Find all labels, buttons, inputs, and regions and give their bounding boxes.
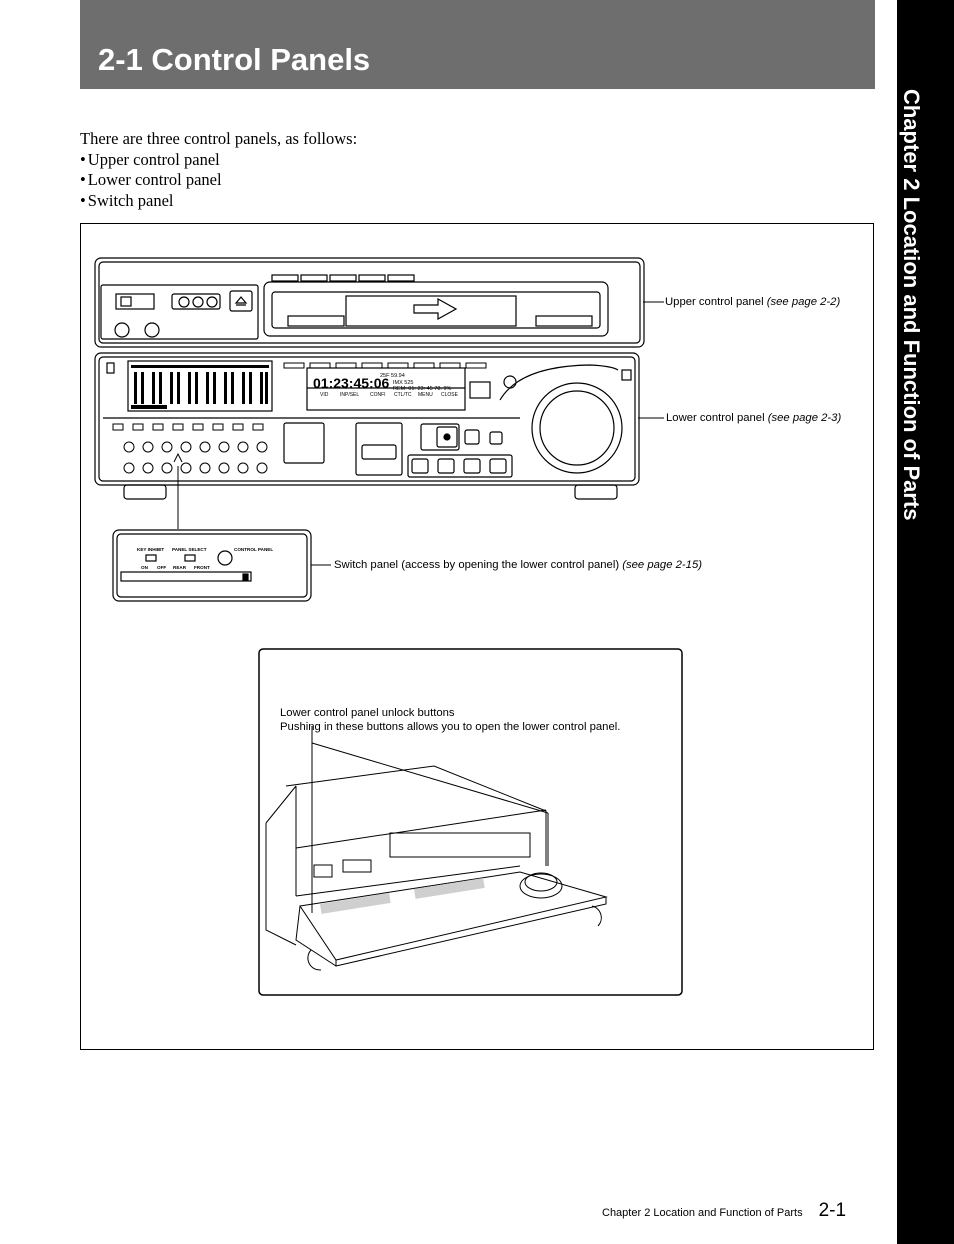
list-item: Switch panel [80,191,357,212]
panel-select-label: PANEL SELECT [172,547,207,552]
insert-arrow-icon [413,297,458,321]
chapter-side-tab [897,0,954,1244]
switch-panel-outline [112,529,312,602]
key-inhibit-label: KEY INHIBIT [137,547,164,552]
page-number: 2-1 [818,1200,847,1221]
panel-list: Upper control panel Lower control panel … [80,150,357,212]
inset-title: Lower control panel unlock buttons [280,707,455,719]
power-switch [115,293,155,310]
upper-unit-outline [94,257,645,348]
lcd-display [306,367,466,411]
off-label: OFF [157,565,166,570]
control-panel-connector [217,550,233,566]
callout-lower: Lower control panel (see page 2-3) [666,411,841,425]
inset-caption: Lower control panel unlock buttons Pushi… [280,706,620,734]
footer-chapter: Chapter 2 Location and Function of Parts [602,1207,803,1219]
callout-upper-ref: (see page 2-2) [766,296,841,308]
lcd-line-1: 25F 59.94 [380,373,405,379]
callout-upper: Upper control panel (see page 2-2) [665,295,840,309]
list-item: Lower control panel [80,170,357,191]
search-dial [531,382,623,474]
lcd-line-3: REM: 01: 23: 45 78. 9% [393,386,452,392]
audio-meter-panel [127,360,273,412]
callout-lower-ref: (see page 2-3) [767,412,842,424]
list-item-text: Upper control panel [87,149,220,169]
list-item: Upper control panel [80,150,357,171]
lcd-menu-label: CLOSE [441,392,459,398]
lcd-menu-label: CTL/TC [394,392,412,398]
lcd-menu-label: CONFI [370,392,386,398]
timecode-display: 01:23:45:06 [313,375,389,391]
list-item-text: Lower control panel [87,170,222,189]
inset-description: Pushing in these buttons allows you to o… [280,721,621,733]
on-label: ON [141,565,149,570]
lcd-menu-labels: VID INP/SEL CONFI CTL/TC MENU CLOSE [320,392,459,398]
lcd-line-2: IMX 525 [393,380,413,386]
page-title: 2-1 Control Panels [98,42,371,77]
headphone-jack [114,322,130,338]
page-footer: Chapter 2 Location and Function of Parts… [602,1200,846,1222]
header-bar [80,0,875,89]
eject-button [229,290,253,312]
callout-switch-label: Switch panel (access by opening the lowe… [334,559,623,571]
list-item-text: Switch panel [87,190,174,210]
control-panel-label: CONTROL PANEL [234,547,273,552]
callout-lower-label: Lower control panel [666,412,768,424]
lcd-menu-label: MENU [418,392,433,398]
panel-select-switch [184,554,196,562]
figure-frame [80,223,874,1050]
inset-box [258,648,683,996]
lower-unit-outline [94,352,640,486]
intro-lead: There are three control panels, as follo… [80,129,358,148]
callout-switch: Switch panel (access by opening the lowe… [334,558,702,572]
front-label: FRONT [194,565,210,570]
cassette-slot [263,281,609,337]
lcd-menu-label: INP/SEL [340,392,359,398]
switch-panel-slot [120,571,252,582]
lcd-menu-label: VID [320,392,329,398]
callout-switch-ref: (see page 2-15) [622,559,702,571]
intro-block: There are three control panels, as follo… [80,129,357,211]
inset-device-drawing [265,726,608,971]
callout-upper-label: Upper control panel [665,296,767,308]
rear-label: REAR [173,565,187,570]
key-inhibit-switch [145,554,157,562]
